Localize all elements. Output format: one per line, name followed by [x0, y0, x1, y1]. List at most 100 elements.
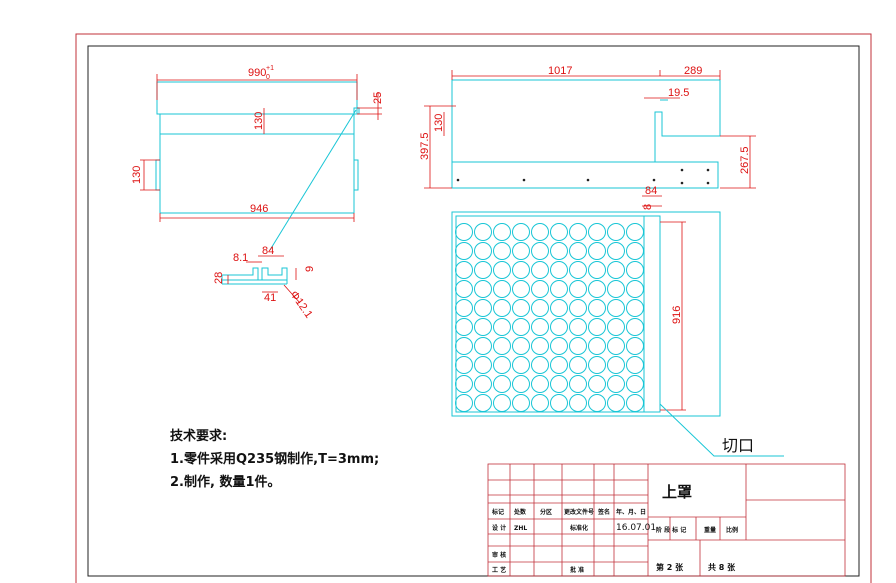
perforation-hole: [607, 280, 625, 298]
dim-1017: 1017: [548, 65, 572, 77]
plan-dim-lines: [642, 205, 686, 411]
detail-dim-lines: [227, 255, 301, 304]
dim-990: 990: [248, 67, 266, 79]
dim-397-5: 397.5: [419, 132, 431, 160]
perforation-hole: [474, 394, 492, 412]
perforation-hole: [455, 356, 473, 374]
perforation-hole: [626, 223, 644, 241]
perforation-hole: [531, 356, 549, 374]
perforation-hole: [493, 223, 511, 241]
perforation-hole: [531, 375, 549, 393]
tb-sheet-total: 共 8 张: [708, 562, 736, 572]
perforation-hole: [531, 280, 549, 298]
perforation-hole: [626, 299, 644, 317]
perforation-hole: [626, 280, 644, 298]
detail-leader-line: [269, 109, 357, 251]
perforation-hole: [512, 299, 530, 317]
perforation-hole: [531, 337, 549, 355]
perforation-hole: [455, 375, 473, 393]
perforation-hole: [588, 261, 606, 279]
perforation-hole: [512, 337, 530, 355]
tb-header-count: 处数: [513, 508, 527, 516]
dim-289: 289: [684, 65, 702, 77]
cut-label: 切口: [722, 436, 754, 455]
perforation-hole: [512, 356, 530, 374]
perforation-hole: [455, 242, 473, 260]
perforation-hole: [493, 299, 511, 317]
outer-border: [75, 33, 872, 583]
notes-heading: 技术要求:: [170, 429, 228, 444]
perforation-hole: [474, 337, 492, 355]
dim-916: 916: [671, 306, 683, 324]
dim-19-5: 19.5: [668, 87, 689, 99]
dim-130-right: 130: [433, 114, 445, 132]
perforation-hole: [569, 299, 587, 317]
perforation-hole: [493, 261, 511, 279]
part-name: 上罩: [662, 483, 692, 501]
dim-41: 41: [264, 292, 276, 304]
detail-view: [221, 267, 288, 285]
perforation-hole: [474, 356, 492, 374]
perforation-grid: [455, 223, 644, 412]
perforation-hole: [493, 318, 511, 336]
dim-84-detail: 84: [262, 245, 274, 257]
perforation-hole: [607, 242, 625, 260]
perforation-hole: [588, 375, 606, 393]
perforation-hole: [493, 375, 511, 393]
tb-designer-signature: ZHL: [514, 525, 527, 532]
dim-946: 946: [250, 203, 268, 215]
perforation-hole: [474, 242, 492, 260]
perforation-hole: [474, 223, 492, 241]
perforation-hole: [607, 375, 625, 393]
perforation-hole: [455, 261, 473, 279]
tb-header-mark: 标记: [491, 508, 504, 516]
tb-header-date: 年、月、日: [616, 508, 646, 516]
dim-130-inner: 130: [253, 112, 265, 130]
dim-8: 8: [642, 204, 654, 210]
dim-28: 28: [213, 272, 225, 284]
perforation-hole: [550, 299, 568, 317]
perforation-hole: [550, 375, 568, 393]
inner-border: [87, 45, 860, 577]
perforation-hole: [550, 223, 568, 241]
title-block-headers: 标记 处数 分区 更改文件号 签名 年、月、日 设 计 ZHL 标准化 审 核 …: [491, 508, 738, 574]
perforation-hole: [493, 337, 511, 355]
tb-sheet-number: 第 2 张: [656, 562, 684, 572]
perforation-hole: [626, 261, 644, 279]
dim-8-1: 8.1: [233, 252, 248, 264]
perforation-hole: [455, 394, 473, 412]
perforation-hole: [550, 337, 568, 355]
title-block: [487, 463, 846, 577]
perforation-hole: [588, 299, 606, 317]
perforation-hole: [569, 375, 587, 393]
left-dim-lines: [140, 74, 382, 222]
perforation-hole: [550, 394, 568, 412]
perforation-hole: [588, 318, 606, 336]
perforation-hole: [531, 242, 549, 260]
perforation-hole: [607, 394, 625, 412]
perforation-hole: [512, 375, 530, 393]
plan-view: [451, 211, 721, 417]
tb-review: 审 核: [492, 551, 506, 559]
perforation-hole: [569, 356, 587, 374]
dim-dia-12-1: Φ12.1: [288, 289, 315, 321]
tb-stage-mark: 阶 段 标 记: [656, 526, 686, 534]
perforation-hole: [531, 318, 549, 336]
dim-84-right: 84: [645, 185, 657, 197]
perforation-hole: [474, 280, 492, 298]
perforation-hole: [493, 280, 511, 298]
perforation-hole: [512, 242, 530, 260]
tb-scale: 比例: [726, 526, 738, 534]
cut-leader-line: [659, 403, 784, 457]
tb-header-zone: 分区: [540, 508, 552, 516]
perforation-hole: [607, 337, 625, 355]
perforation-hole: [531, 394, 549, 412]
perforation-hole: [455, 299, 473, 317]
dim-25: 25: [372, 92, 384, 104]
tb-header-sign: 签名: [597, 508, 610, 516]
perforation-hole: [512, 318, 530, 336]
perforation-hole: [569, 394, 587, 412]
front-view-holes: [456, 168, 710, 185]
perforation-hole: [512, 223, 530, 241]
front-view-base: [451, 161, 719, 189]
